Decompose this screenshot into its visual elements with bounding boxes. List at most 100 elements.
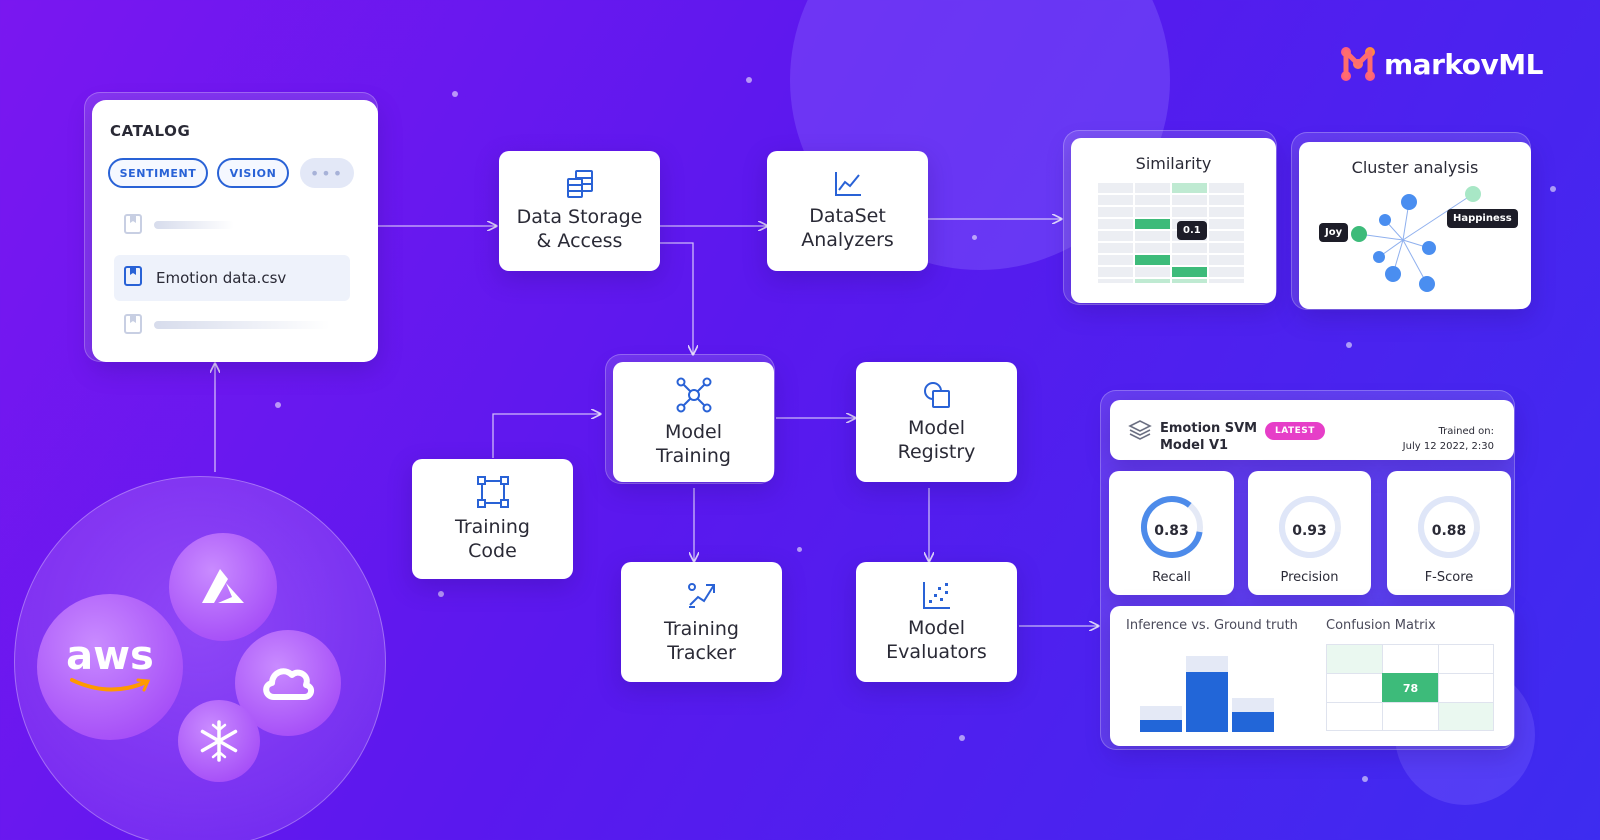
similarity-cell <box>1209 243 1244 253</box>
recall-gauge <box>1141 496 1203 558</box>
cloud-icon <box>263 668 314 700</box>
shapes-icon <box>923 382 950 408</box>
similarity-cell <box>1135 195 1170 205</box>
cluster-node <box>1385 266 1401 282</box>
aws-logo: aws <box>66 633 154 679</box>
cluster-label-joy: Joy <box>1319 223 1349 242</box>
node-training-code[interactable]: Training Code <box>412 459 573 579</box>
similarity-cell <box>1172 243 1207 253</box>
inference-title: Inference vs. Ground truth <box>1126 618 1298 633</box>
background-dot <box>1362 776 1368 782</box>
chip-sentiment[interactable]: SENTIMENT <box>108 158 208 188</box>
metric-label: Recall <box>1152 570 1191 585</box>
node-model-training[interactable]: Model Training <box>613 362 774 482</box>
model-name: Emotion SVM Model V1 <box>1160 421 1258 453</box>
background-dot <box>746 77 752 83</box>
catalog-title: CATALOG <box>110 122 191 140</box>
matrix-cell <box>1438 673 1494 703</box>
similarity-cell <box>1098 267 1133 277</box>
similarity-cell <box>1135 255 1170 265</box>
similarity-cell <box>1098 183 1133 193</box>
similarity-cell <box>1209 279 1244 283</box>
cluster-node-happiness <box>1465 186 1481 202</box>
matrix-cell <box>1382 702 1439 731</box>
confusion-title: Confusion Matrix <box>1326 618 1436 633</box>
bookmark-icon <box>124 214 142 234</box>
similarity-tooltip: 0.1 <box>1177 221 1207 240</box>
catalog-card: CATALOG SENTIMENT VISION ••• Emotion dat… <box>92 100 378 362</box>
node-training-tracker[interactable]: Training Tracker <box>621 562 782 682</box>
similarity-cell <box>1172 207 1207 217</box>
bookmark-icon <box>124 314 142 334</box>
similarity-cell <box>1135 207 1170 217</box>
node-data-storage[interactable]: Data Storage & Access <box>499 151 660 271</box>
metric-label: Precision <box>1280 570 1339 585</box>
model-header-card: Emotion SVM Model V1 LATEST Trained on: … <box>1110 400 1514 460</box>
markovml-logo-icon <box>1341 47 1375 81</box>
aws-smile-icon <box>69 678 151 692</box>
confusion-matrix: 78 <box>1326 644 1494 731</box>
node-label: Training Tracker <box>664 618 739 664</box>
matrix-cell <box>1326 673 1383 703</box>
network-icon <box>676 377 711 413</box>
background-dot <box>438 591 444 597</box>
metric-value: 0.93 <box>1292 523 1327 539</box>
similarity-cell <box>1172 279 1207 283</box>
metric-recall: 0.83 Recall <box>1109 471 1234 595</box>
node-label: Model Training <box>656 421 731 467</box>
matrix-cell-highlight: 78 <box>1382 673 1439 703</box>
matrix-cell <box>1382 644 1439 674</box>
cluster-node <box>1422 241 1436 255</box>
bounding-box-icon <box>476 476 509 508</box>
background-dot <box>972 235 977 240</box>
node-model-registry[interactable]: Model Registry <box>856 362 1017 482</box>
node-dataset-analyzers[interactable]: DataSet Analyzers <box>767 151 928 271</box>
node-label: Model Registry <box>897 417 976 463</box>
azure-icon <box>202 569 244 603</box>
cluster-node <box>1401 194 1417 210</box>
similarity-cell <box>1098 231 1133 241</box>
chip-vision[interactable]: VISION <box>217 158 289 188</box>
similarity-cell <box>1209 195 1244 205</box>
bookmark-icon <box>124 266 142 286</box>
similarity-card: Similarity 0.1 <box>1071 138 1276 303</box>
layers-icon <box>1128 420 1152 440</box>
matrix-cell <box>1326 644 1383 674</box>
route-tracker-icon <box>687 583 715 608</box>
node-label: Data Storage & Access <box>516 206 643 252</box>
similarity-title: Similarity <box>1135 154 1212 173</box>
background-dot <box>1346 342 1352 348</box>
more-chips-button[interactable]: ••• <box>300 158 354 188</box>
similarity-cell <box>1172 183 1207 193</box>
inference-bar <box>1186 672 1228 732</box>
matrix-cell <box>1438 644 1494 674</box>
catalog-placeholder-row <box>154 221 234 229</box>
metric-precision: 0.93 Precision <box>1248 471 1371 595</box>
arrow-code-to-training <box>492 414 600 458</box>
catalog-placeholder-row <box>154 321 330 329</box>
catalog-file-row[interactable] <box>114 255 350 301</box>
cluster-node <box>1373 251 1385 263</box>
evaluation-card: Inference vs. Ground truth Confusion Mat… <box>1110 606 1514 746</box>
cluster-label-happiness: Happiness <box>1447 209 1518 228</box>
similarity-cell <box>1098 255 1133 265</box>
similarity-cell <box>1172 195 1207 205</box>
cluster-node <box>1379 214 1391 226</box>
node-model-evaluators[interactable]: Model Evaluators <box>856 562 1017 682</box>
trained-label: Trained on: <box>1438 426 1495 437</box>
arrow-storage-to-training <box>660 242 693 354</box>
metric-value: 0.88 <box>1431 523 1467 539</box>
background-dot <box>959 735 965 741</box>
similarity-cell <box>1098 207 1133 217</box>
background-dot <box>452 91 458 97</box>
node-label: Training Code <box>455 516 530 562</box>
similarity-cell <box>1098 195 1133 205</box>
metric-value: 0.83 <box>1154 523 1189 539</box>
similarity-cell <box>1209 207 1244 217</box>
similarity-cell <box>1209 183 1244 193</box>
cluster-graph <box>1351 186 1481 292</box>
similarity-cell <box>1098 243 1133 253</box>
line-chart-icon <box>834 172 861 196</box>
cluster-node-joy <box>1351 226 1367 242</box>
similarity-grid <box>1098 183 1244 283</box>
